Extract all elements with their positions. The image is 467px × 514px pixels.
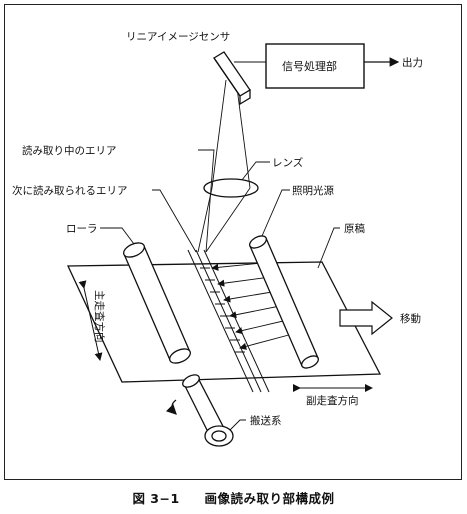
lens-label: レンズ [272, 156, 303, 169]
reading-area-label: 読み取り中のエリア [22, 144, 117, 157]
document-label: 原稿 [344, 222, 365, 235]
sensor-label: リニアイメージセンサ [126, 31, 230, 43]
main-scan-arrow [78, 280, 103, 361]
illumination-lamp [249, 235, 319, 369]
caption-number: 図 3−1 [132, 491, 180, 506]
signal-processing-label: 信号処理部 [282, 59, 337, 73]
optical-path [197, 79, 251, 253]
roller-label: ローラ [66, 223, 98, 235]
lens-shape [203, 178, 259, 198]
main-scan-label: 主走査方向 [93, 290, 106, 343]
move-label: 移動 [400, 312, 421, 325]
transport-label: 搬送系 [250, 414, 282, 427]
sub-scan-label: 副走査方向 [306, 394, 359, 407]
reading-strip [187, 249, 270, 393]
transport-roller [165, 374, 234, 447]
document-sheet [66, 261, 382, 383]
roller [123, 242, 191, 364]
figure-frame [4, 4, 462, 480]
leader-lines [100, 149, 340, 431]
next-area-label: 次に読み取られるエリア [12, 184, 128, 197]
signal-processing-box [265, 43, 365, 89]
illumination-label: 照明光源 [292, 184, 334, 197]
caption-title: 画像読み取り部構成例 [204, 491, 335, 506]
figure-caption: 図 3−1 画像読み取り部構成例 [0, 488, 467, 507]
output-label: 出力 [402, 56, 423, 69]
move-arrow [339, 300, 393, 336]
linear-image-sensor [213, 51, 251, 106]
